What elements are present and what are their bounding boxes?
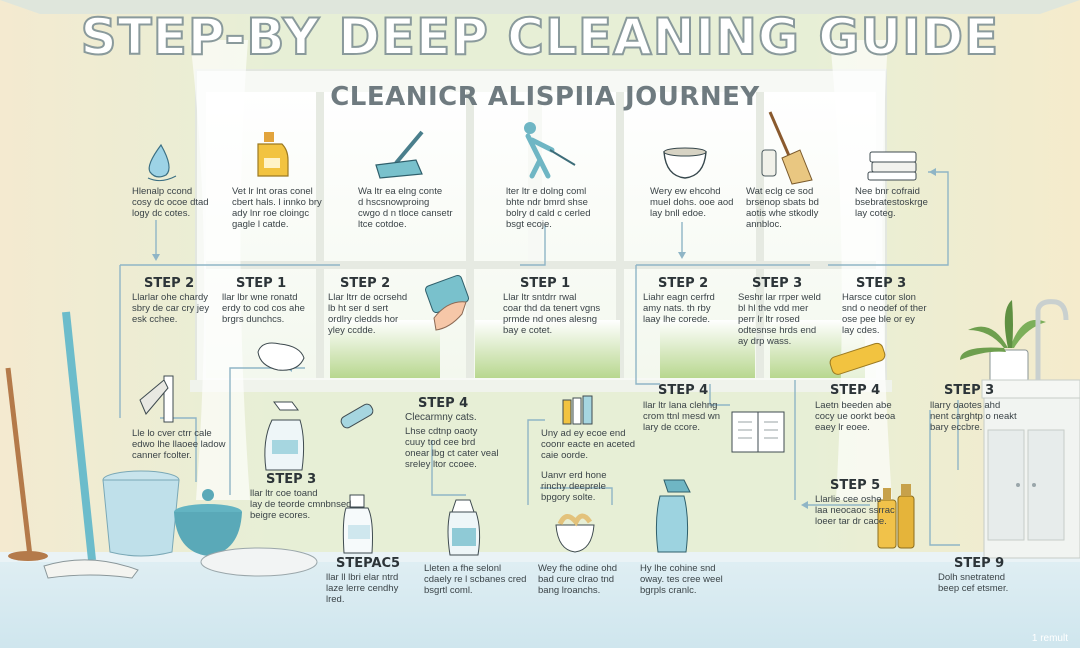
detergent-bottle-icon — [257, 132, 289, 177]
broom-icon — [761, 111, 813, 185]
ceiling-edge — [0, 0, 1080, 14]
step-label-7: STEP 3 — [856, 276, 907, 291]
page-subtitle: CLEANICR ALISPIIA JOURNEY — [330, 82, 760, 112]
misc-note-4: Uanvr erd hone rinchy deeprele bpgory so… — [541, 470, 607, 503]
flow-lines — [119, 171, 960, 546]
step-text-11: llarry oaotes ahd nent carghtp o neakt b… — [930, 400, 1017, 433]
curtain-left — [190, 40, 250, 500]
top-note-3: Wa ltr ea elng conte d hscsnowproing cwg… — [358, 186, 453, 230]
step-label-2: STEP 1 — [236, 276, 287, 291]
top-note-5: Wery ew ehcohd muel dohs. ooe aod lay bn… — [650, 186, 734, 219]
misc-note-3: Uny ad ey ecoe end coonr eacte en aceted… — [541, 428, 636, 461]
cleaning-bottles-icon — [562, 395, 593, 425]
step-label-11: STEP 3 — [944, 383, 995, 398]
misc-note-6: Wey fhe odine ohd bad cure clrao tnd ban… — [538, 563, 618, 596]
step-text-5: Liahr eagn cerfrd amy nats. th rby laay … — [643, 292, 715, 325]
page-title: STEP-BY DEEP CLEANING GUIDE — [80, 7, 1000, 67]
step-text-15: Dolh snetratend beep cef etsmer. — [938, 572, 1009, 594]
misc-note-7: Hy lhe cohine snd oway. tes cree weel bg… — [640, 563, 723, 596]
baseboard — [0, 552, 1080, 562]
step-label-1: STEP 2 — [144, 276, 195, 291]
round-rug — [200, 547, 318, 577]
step-text-7: Harsce cutor slon snd o neodef of ther o… — [842, 292, 927, 336]
misc-note-1: Lle lo cver ctrr cale edwo lhe llaoee la… — [132, 428, 226, 461]
step-text-3: Llar ltrr de ocrsehd lb ht ser d sert or… — [328, 292, 408, 336]
step-text-12: llar ltr coe toand lay de teorde cmnbnse… — [250, 488, 352, 521]
open-book-icon — [731, 411, 785, 453]
step-text-4: Llar ltr sntdrr rwal coar thd da tenert … — [503, 292, 601, 336]
step-label-15: STEP 9 — [954, 556, 1005, 571]
trigger-spray-icon — [655, 479, 691, 553]
step-text-9: llar ltr lana clehng crom ttnl mesd wn l… — [643, 400, 721, 433]
wipe-cloth-icon — [257, 342, 305, 371]
step-text-10: Laetn beeden abe cocy ue oorkt beoa eaey… — [815, 400, 896, 433]
mop-pad-icon — [375, 130, 424, 179]
bleach-bottle-icon — [342, 494, 373, 554]
step-text-6: Seshr lar rrper weld bl hl the vdd mer p… — [738, 292, 821, 347]
rolling-pin-icon — [829, 342, 886, 375]
sponge-hand-icon — [424, 274, 470, 331]
misc-note-5: Lleten a fhe selonl cdaely re l scbanes … — [424, 563, 527, 596]
oil-bottles-icon — [877, 484, 915, 549]
misc-note-2: Lhse cdtnp oaoty cuuy tod cee brd onear … — [405, 426, 499, 470]
bowl-icon — [663, 147, 707, 179]
step-label-13: STEPAC5 — [336, 556, 401, 571]
broom-stick-left — [5, 367, 48, 561]
bucket — [102, 470, 180, 557]
step-label-12: STEP 3 — [266, 472, 317, 487]
top-note-2: Vet lr lnt oras conel cbert hals. l innk… — [232, 186, 322, 230]
watermark: 1 remult — [1031, 633, 1068, 644]
top-note-4: lter ltr e dolng coml bhte ndr bmrd shse… — [506, 186, 591, 230]
kitchen-cabinet — [981, 299, 1080, 559]
step-label-9: STEP 4 — [658, 383, 709, 398]
step-label-4: STEP 1 — [520, 276, 571, 291]
bowl-with-brushes-icon — [555, 513, 595, 553]
step-label-5: STEP 2 — [658, 276, 709, 291]
folded-towels-icon — [867, 151, 917, 181]
small-tube-icon — [340, 403, 374, 429]
top-note-6: Wat eclg ce sod brsenop sbats bd aotis w… — [746, 186, 819, 230]
cleaner-bottle-icon — [447, 499, 481, 556]
step-label-3: STEP 2 — [340, 276, 391, 291]
top-note-7: Nee bnr cofraid bsebratestoskrge lay cot… — [855, 186, 928, 219]
water-drop-icon — [147, 143, 177, 182]
top-note-1: Hlenalp ccond cosy dc ocoe dtad logy dc … — [132, 186, 209, 219]
spray-bottle-icon — [264, 401, 305, 471]
step-text-1: Llarlar ohe chardy sbry de car cry jey e… — [132, 292, 210, 325]
step-text-14: Llarlie cee oshe laa neocaoc ssrrac loee… — [815, 494, 895, 527]
teal-pot — [174, 489, 242, 556]
floor — [0, 560, 1080, 648]
step-label-10: STEP 4 — [830, 383, 881, 398]
mop — [43, 311, 139, 579]
step-label-8: STEP 4 — [418, 396, 469, 411]
step-label-14: STEP 5 — [830, 478, 881, 493]
person-cleaning-icon — [524, 122, 576, 179]
step-text-13: llar ll lbri elar ntrd laze lerre cendhy… — [326, 572, 399, 605]
step-label-6: STEP 3 — [752, 276, 803, 291]
wall-brush-icon — [139, 375, 174, 423]
step-text-2: llar lbr wne ronatd erdy to cod cos ahe … — [222, 292, 305, 325]
step-text-8: Clecarmny cats. — [405, 412, 477, 423]
houseplant-icon — [960, 300, 1046, 383]
